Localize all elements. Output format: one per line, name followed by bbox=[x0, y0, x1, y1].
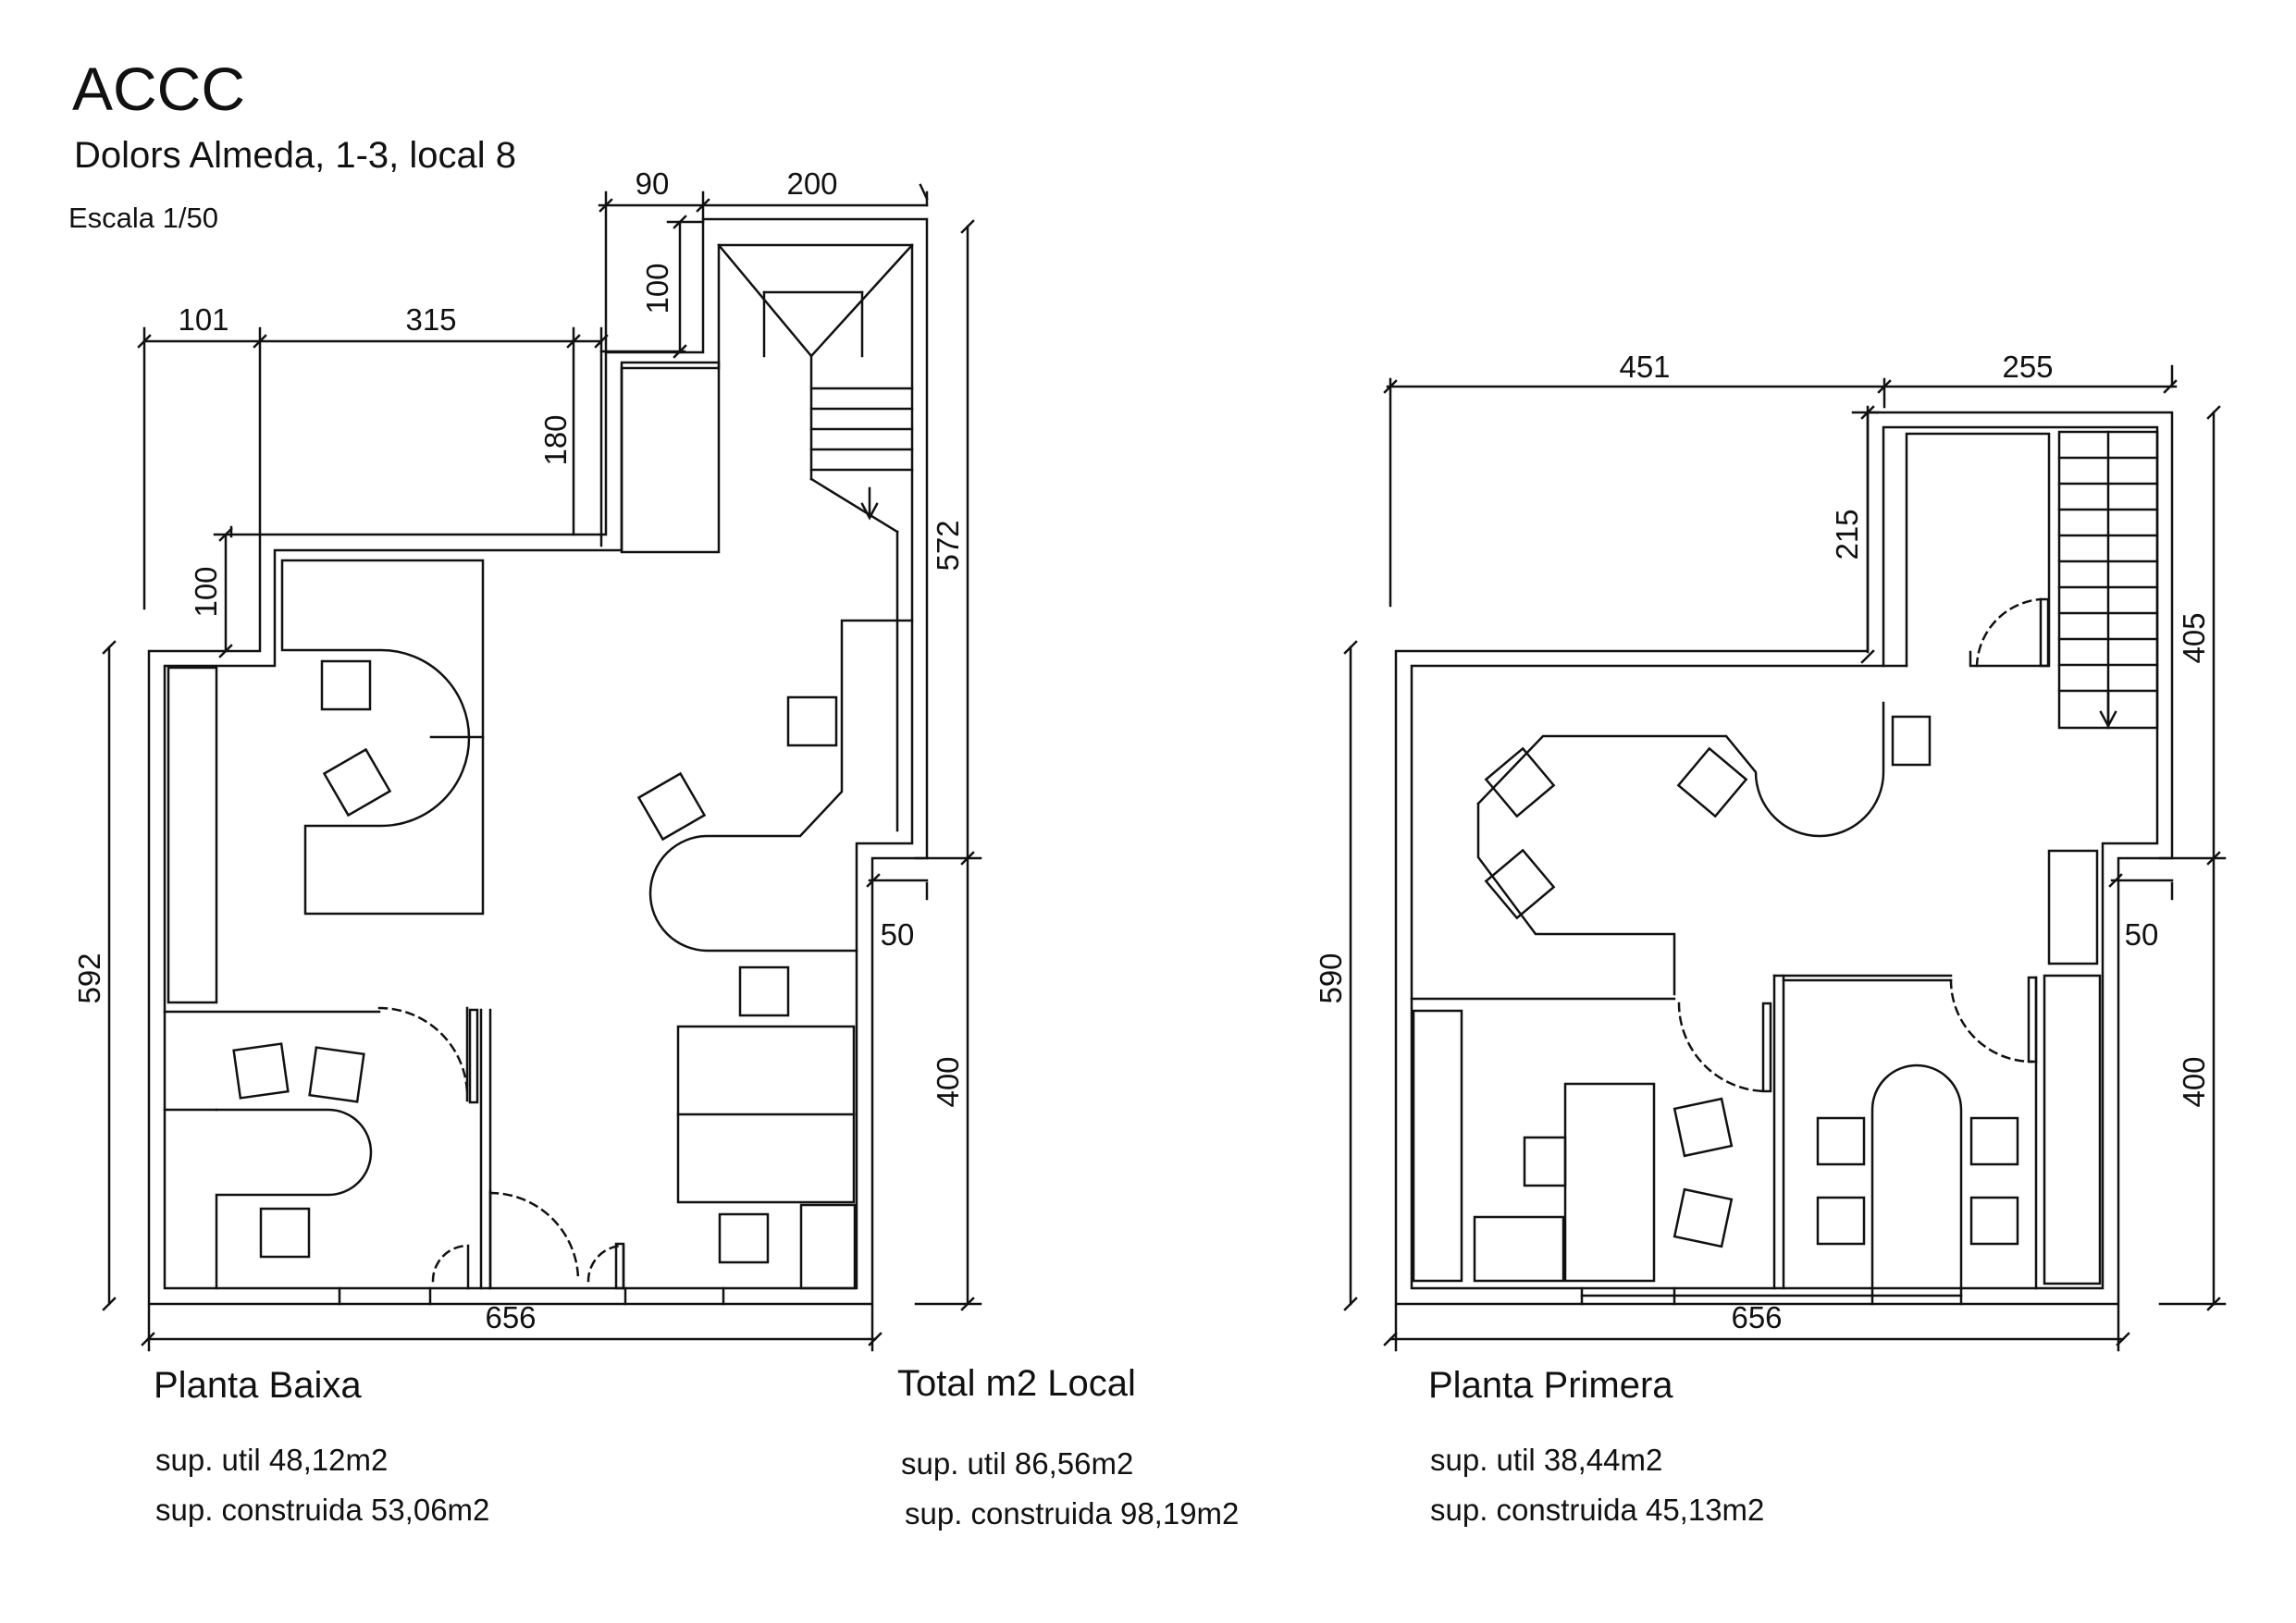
plan-title: ACCC bbox=[72, 55, 246, 123]
first-floor-title: Planta Primera bbox=[1428, 1365, 1673, 1406]
total-title: Total m2 Local bbox=[897, 1363, 1136, 1404]
dim-label-405: 405 bbox=[2177, 612, 2211, 663]
dim-label-315: 315 bbox=[405, 302, 456, 337]
first-dimension-lines bbox=[1343, 364, 2227, 1352]
dim-label-100-top: 100 bbox=[640, 263, 674, 314]
dim-label-90: 90 bbox=[636, 166, 670, 201]
dim-label-572: 572 bbox=[931, 520, 965, 571]
dim-label-50-ground: 50 bbox=[881, 917, 915, 952]
first-floor-built-area: sup. construida 45,13m2 bbox=[1430, 1493, 1765, 1527]
ground-outer-wall bbox=[147, 217, 929, 1306]
ground-floor-useful-area: sup. util 48,12m2 bbox=[155, 1443, 389, 1477]
dim-label-590: 590 bbox=[1314, 953, 1348, 1003]
dim-label-215: 215 bbox=[1830, 509, 1864, 559]
ground-floor-plan bbox=[102, 183, 982, 1352]
ground-meeting-table bbox=[676, 1025, 857, 1290]
total-useful-area: sup. util 86,56m2 bbox=[901, 1446, 1134, 1481]
first-inner-wall bbox=[1410, 425, 2159, 1290]
first-reception-desk bbox=[1476, 701, 1885, 996]
dim-label-180: 180 bbox=[538, 414, 573, 465]
dim-label-255: 255 bbox=[2002, 350, 2053, 384]
first-right-cabinet-mid bbox=[2047, 849, 2099, 965]
ground-floor-title: Planta Baixa bbox=[154, 1365, 362, 1406]
dim-label-400-first: 400 bbox=[2177, 1056, 2211, 1107]
dim-label-656-ground: 656 bbox=[485, 1300, 536, 1334]
dim-label-101: 101 bbox=[178, 302, 228, 337]
ground-cabinet-top bbox=[620, 361, 721, 554]
ground-office-desk bbox=[280, 559, 485, 916]
first-right-cabinet-upper bbox=[1891, 715, 1932, 767]
first-floor-useful-area: sup. util 38,44m2 bbox=[1430, 1443, 1663, 1477]
first-lower-left-office bbox=[1410, 974, 1953, 1290]
dim-label-400-ground: 400 bbox=[931, 1056, 965, 1107]
ground-floor-built-area: sup. construida 53,06m2 bbox=[155, 1493, 490, 1527]
ground-entrance-doors bbox=[338, 1189, 725, 1306]
first-stair bbox=[1882, 430, 2159, 730]
plan-address: Dolors Almeda, 1-3, local 8 bbox=[74, 135, 517, 176]
dim-label-451: 451 bbox=[1619, 350, 1670, 384]
ground-left-cabinet bbox=[167, 666, 218, 1004]
ground-inner-wall bbox=[163, 243, 914, 1290]
dim-label-656-first: 656 bbox=[1731, 1300, 1782, 1334]
total-built-area: sup. construida 98,19m2 bbox=[905, 1496, 1240, 1531]
first-floor-plan bbox=[1343, 364, 2227, 1352]
ground-dimension-lines bbox=[102, 183, 982, 1352]
ground-stair bbox=[717, 243, 914, 832]
first-lower-right-office bbox=[1580, 974, 2102, 1306]
plan-scale: Escala 1/50 bbox=[68, 202, 218, 234]
ground-right-desk bbox=[636, 619, 914, 1017]
dim-label-100-left: 100 bbox=[189, 566, 223, 617]
ground-lower-office bbox=[163, 1006, 492, 1290]
dim-label-592: 592 bbox=[72, 953, 106, 1003]
dim-label-200: 200 bbox=[786, 166, 837, 201]
first-outer-wall bbox=[1394, 411, 2174, 1306]
dim-label-50-first: 50 bbox=[2125, 917, 2159, 952]
